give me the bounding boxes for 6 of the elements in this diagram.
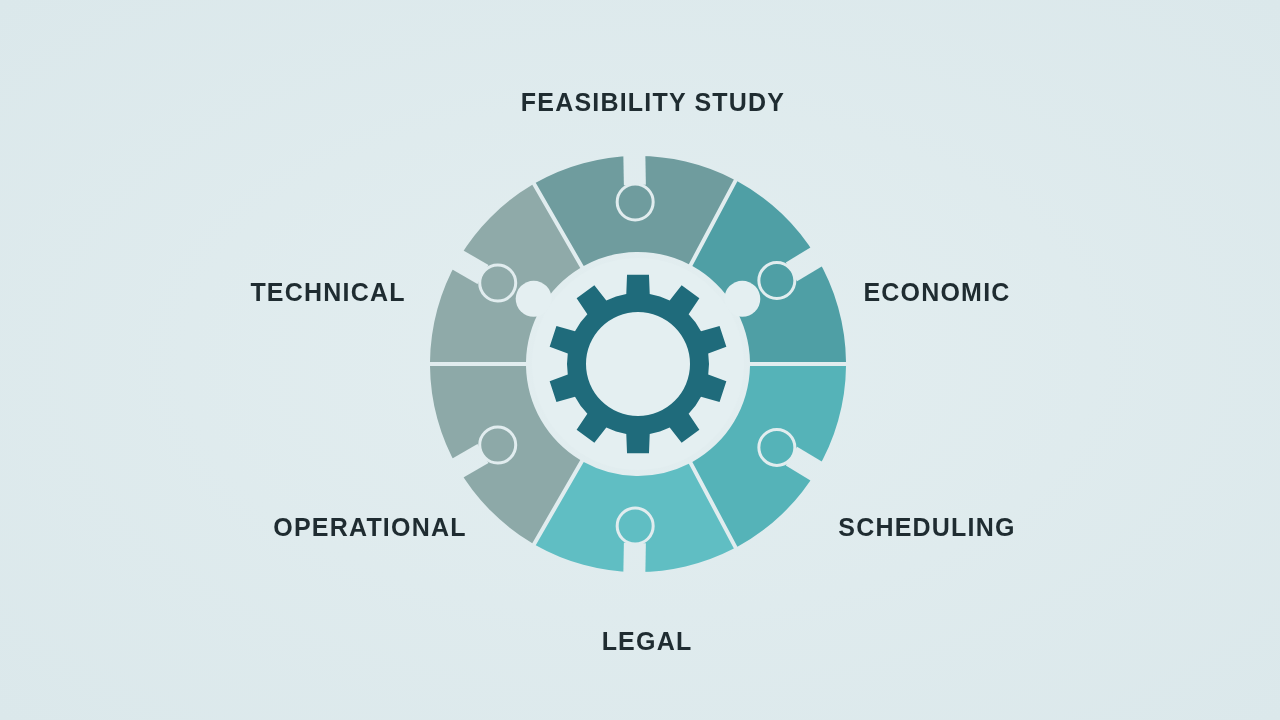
segment-label: SCHEDULING (838, 514, 1016, 542)
diagram-title: FEASIBILITY STUDY (520, 89, 786, 117)
segment-label: LEGAL (601, 628, 693, 656)
segment-label: TECHNICAL (250, 279, 406, 307)
segment-label: OPERATIONAL (273, 514, 467, 542)
segment-label: ECONOMIC (863, 279, 1011, 307)
